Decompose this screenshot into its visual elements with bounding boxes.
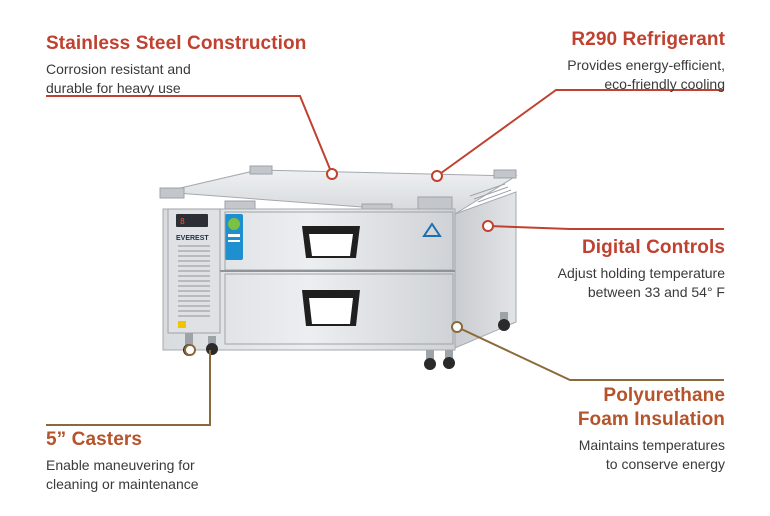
leader-refrigerant: [436, 89, 724, 177]
callout-description: Adjust holding temperature between 33 an…: [425, 264, 725, 302]
corner-bracket: [159, 187, 185, 199]
description-line: eco-friendly cooling: [604, 76, 725, 92]
description-line: Corrosion resistant and: [46, 61, 191, 77]
callout-title: Stainless Steel Construction: [46, 33, 307, 54]
corner-bracket: [493, 169, 517, 179]
callout-title: 5” Casters: [46, 429, 143, 450]
callout-description: Provides energy-efficient, eco-friendly …: [425, 56, 725, 94]
leader-steel: [46, 95, 333, 175]
drawer-bottom: [224, 273, 454, 345]
description-line: cleaning or maintenance: [46, 476, 199, 492]
description-line: durable for heavy use: [46, 80, 181, 96]
marker-digital: [482, 220, 494, 232]
title-line: Foam Insulation: [577, 409, 725, 430]
casters: [183, 312, 510, 370]
callout-digital-controls: Digital Controls Adjust holding temperat…: [425, 236, 725, 302]
corner-bracket: [417, 196, 453, 210]
corner-bracket: [224, 200, 256, 210]
description-line: Provides energy-efficient,: [567, 57, 725, 73]
callout-foam-insulation: Polyurethane Foam Insulation Maintains t…: [425, 384, 725, 474]
callout-title: R290 Refrigerant: [571, 29, 725, 50]
display-readout: 8: [180, 217, 185, 226]
callout-description: Maintains temperatures to conserve energ…: [425, 436, 725, 474]
callout-casters: 5” Casters Enable maneuvering for cleani…: [46, 428, 346, 494]
title-line: Polyurethane: [603, 385, 725, 406]
description-line: to conserve energy: [605, 456, 725, 472]
marker-casters: [184, 344, 196, 356]
leader-casters: [46, 350, 211, 426]
cabinet-top-surface: [162, 169, 518, 215]
warning-sticker: [178, 321, 186, 328]
digital-display: [176, 214, 208, 227]
description-line: Adjust holding temperature: [557, 265, 725, 281]
callout-title: Polyurethane Foam Insulation: [425, 384, 725, 432]
corner-bracket: [249, 165, 273, 175]
description-line: Enable maneuvering for: [46, 457, 195, 473]
callout-title: Digital Controls: [581, 237, 725, 258]
leader-digital: [487, 225, 724, 230]
description-line: between 33 and 54° F: [587, 284, 725, 300]
callout-description: Enable maneuvering for cleaning or maint…: [46, 456, 346, 494]
callout-r290-refrigerant: R290 Refrigerant Provides energy-efficie…: [425, 28, 725, 94]
marker-refrigerant: [431, 170, 443, 182]
compressor-grille: [178, 245, 210, 317]
callout-stainless-steel: Stainless Steel Construction Corrosion r…: [46, 32, 346, 98]
triangle-logo-icon: [422, 222, 442, 237]
marker-foam: [451, 321, 463, 333]
callout-description: Corrosion resistant and durable for heav…: [46, 60, 346, 98]
top-vent: [469, 183, 512, 203]
leader-foam: [456, 326, 724, 381]
marker-steel: [326, 168, 338, 180]
brand-label: EVEREST: [176, 235, 209, 242]
description-line: Maintains temperatures: [578, 437, 725, 453]
